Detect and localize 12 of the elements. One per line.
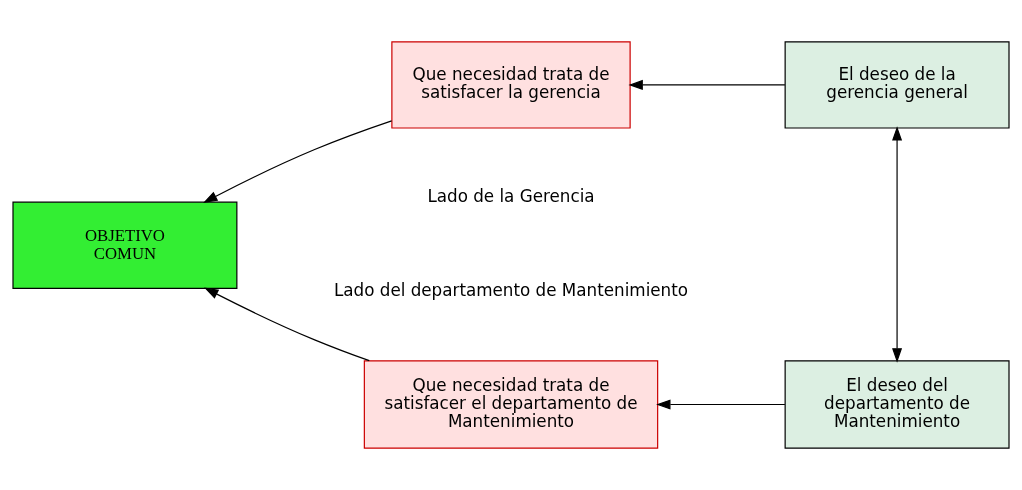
arrow: [892, 126, 903, 363]
node-box: El deseo de la gerencia general: [784, 41, 1010, 129]
node-box: Que necesidad trata de satisfacer el departamento de Mantenimiento: [363, 360, 659, 449]
arrow: [204, 287, 370, 362]
arrow: [656, 399, 786, 410]
label: Lado del departamento de Mantenimiento: [333, 280, 689, 301]
label: Lado de la Gerencia: [427, 185, 595, 206]
arrow: [203, 120, 393, 203]
arrow: [628, 79, 786, 90]
node-box: Que necesidad trata de satisfacer la gerencia: [391, 41, 631, 129]
node-box: El deseo del departamento de Mantenimiento: [784, 360, 1010, 449]
node-box: OBJETIVO COMUN: [12, 201, 238, 289]
